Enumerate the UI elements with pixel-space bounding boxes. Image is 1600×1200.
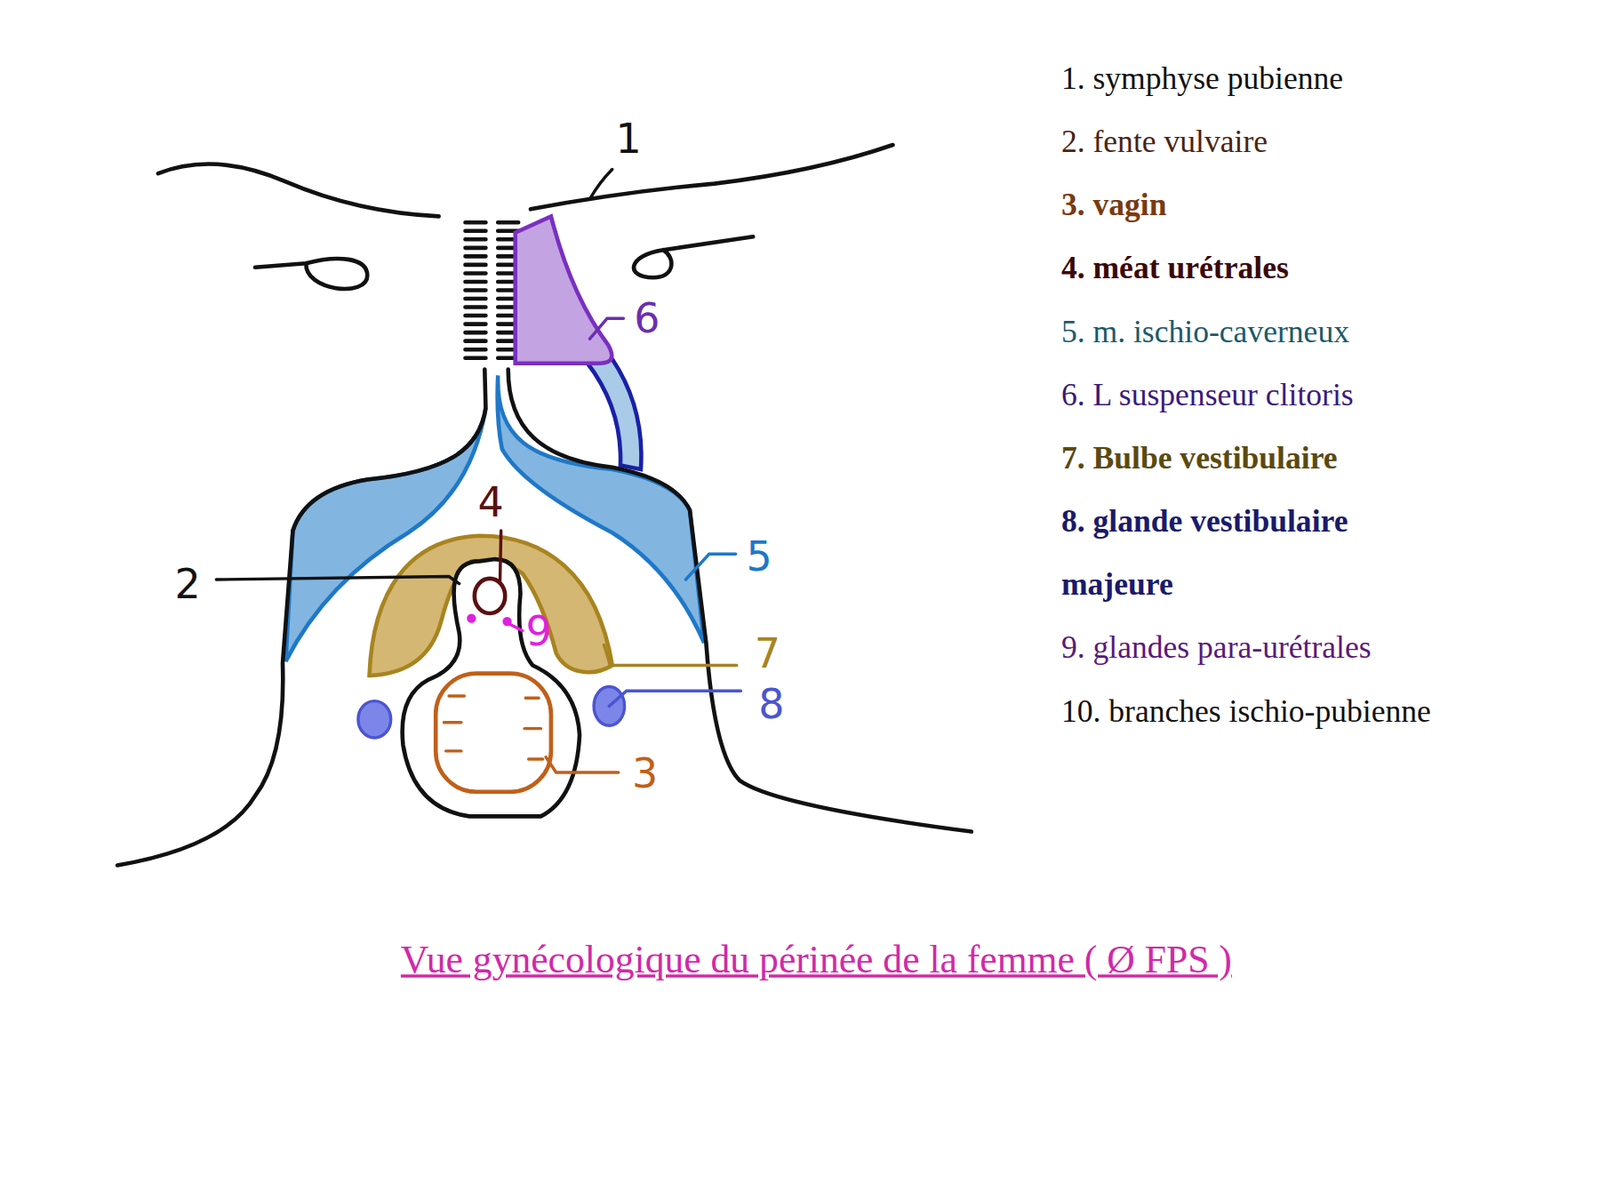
callout-number: 7 <box>754 632 781 674</box>
symphysis-hatch <box>464 246 519 251</box>
symphysis-hatch <box>464 304 519 310</box>
legend-item: 3. vagin <box>1061 173 1455 237</box>
figure-caption: Vue gynécologique du périnée de la femme… <box>204 936 1430 983</box>
legend-list: 1. symphyse pubienne2. fente vulvaire3. … <box>1061 47 1455 744</box>
callout-number: 6 <box>633 297 660 339</box>
legend-item: 7. Bulbe vestibulaire <box>1061 426 1455 490</box>
symphysis-hatch <box>464 347 519 352</box>
callout-number: 1 <box>616 118 642 160</box>
callout-number: 2 <box>175 563 201 605</box>
legend-item: 6. L suspenseur clitoris <box>1061 363 1455 427</box>
symphysis-hatch <box>464 220 519 225</box>
symphysis-hatch <box>464 321 519 327</box>
symphysis-hatch <box>464 330 519 336</box>
symphysis-hatch <box>464 313 519 319</box>
symphysis-hatch <box>464 288 519 293</box>
legend-item: 4. méat urétrales <box>1061 236 1455 300</box>
legend-item: 9. glandes para-urétrales <box>1061 616 1455 680</box>
symphysis-hatch <box>464 296 519 302</box>
symphysis-hatch <box>464 228 519 233</box>
callout-number: 8 <box>758 683 784 725</box>
symphysis-hatch <box>464 271 519 276</box>
legend-item: 5. m. ischio-caverneux <box>1061 299 1455 363</box>
symphysis-hatch <box>464 280 519 285</box>
legend-item: 8. glande vestibulaire majeure <box>1061 489 1455 616</box>
callout-number: 4 <box>478 481 504 523</box>
callout-number: 3 <box>632 752 658 794</box>
legend-item: 2. fente vulvaire <box>1061 110 1455 174</box>
symphysis-hatch <box>464 355 519 360</box>
callout-number: 9 <box>526 609 552 651</box>
legend-item: 1. symphyse pubienne <box>1061 47 1455 111</box>
callout-number: 5 <box>745 536 772 577</box>
symphysis-hatch <box>464 263 519 268</box>
symphysis-hatch <box>464 237 519 242</box>
legend-item: 10. branches ischio-pubienne <box>1061 680 1455 744</box>
symphysis-hatch <box>464 338 519 344</box>
symphysis-hatch <box>464 254 519 259</box>
